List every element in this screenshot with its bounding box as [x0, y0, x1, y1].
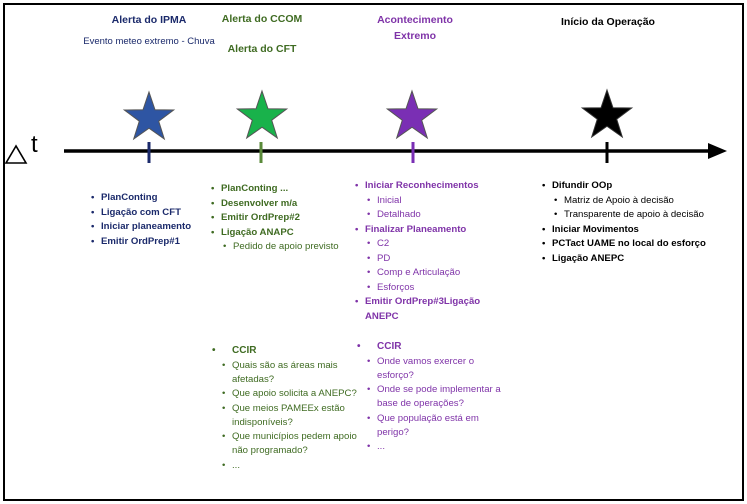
- actions-list-ipma: PlanConting Ligação com CFT Iniciar plan…: [91, 191, 231, 249]
- action-item: Emitir OrdPrep#3Ligação ANEPC: [355, 295, 515, 324]
- event-title-ipma: Alerta do IPMA: [111, 14, 187, 26]
- action-item: Emitir OrdPrep#2: [211, 211, 351, 226]
- star-icon-operacao: [580, 88, 634, 139]
- action-item: PCTact UAME no local do esforço: [542, 237, 740, 252]
- action-item: Finalizar Planeamento: [355, 223, 515, 238]
- action-item: Emitir OrdPrep#1: [91, 235, 231, 250]
- ccir-question: Onde se pode implementar a base de opera…: [355, 383, 505, 411]
- delta-label: t: [31, 131, 38, 158]
- action-item: Iniciar Reconhecimentos: [355, 179, 515, 194]
- ccir-block-ccom: CCIR Quais são as áreas mais afetadas? Q…: [210, 344, 360, 473]
- ccir-question: Que apoio solicita a ANEPC?: [210, 387, 360, 401]
- action-item: Iniciar Movimentos: [542, 223, 740, 238]
- action-subitem: Inicial: [355, 194, 515, 209]
- star-icon-ipma: [122, 90, 176, 141]
- action-item: Ligação com CFT: [91, 206, 231, 221]
- action-item: PlanConting ...: [211, 182, 351, 197]
- timeline-arrowhead: [708, 143, 727, 159]
- event-title-operacao: Início da Operação: [561, 16, 655, 28]
- action-subitem: Matriz de Apoio à decisão: [542, 194, 740, 209]
- star-icon-ccom: [235, 89, 289, 140]
- action-item: Desenvolver m/a: [211, 197, 351, 212]
- event-title-extremo-1: Acontecimento: [377, 14, 453, 26]
- ccir-question: ...: [355, 440, 505, 454]
- delta-icon: [4, 144, 28, 164]
- event-subtitle-ipma: Evento meteo extremo - Chuva: [83, 36, 215, 47]
- action-subitem: Pedido de apoio previsto: [211, 240, 351, 255]
- event-title-cft: Alerta do CFT: [227, 43, 297, 55]
- event-title-extremo-2: Extremo: [393, 30, 436, 42]
- event-title-ccom: Alerta do CCOM: [221, 13, 303, 25]
- ccir-block-extremo: CCIR Onde vamos exercer o esforço? Onde …: [355, 340, 505, 454]
- ccir-question: Que população está em perigo?: [355, 412, 505, 440]
- action-subitem: Comp e Articulação: [355, 266, 515, 281]
- action-subitem: Transparente de apoio à decisão: [542, 208, 740, 223]
- action-subitem: PD: [355, 252, 515, 267]
- ccir-question: Que municípios pedem apoio não programad…: [210, 430, 360, 458]
- action-item: Ligação ANEPC: [542, 252, 740, 267]
- action-item: Difundir OOp: [542, 179, 740, 194]
- action-item: Iniciar planeamento: [91, 220, 231, 235]
- action-item: Ligação ANAPC: [211, 226, 351, 241]
- action-subitem: Detalhado: [355, 208, 515, 223]
- ccir-title: CCIR: [210, 344, 360, 358]
- actions-list-extremo: Iniciar Reconhecimentos Inicial Detalhad…: [355, 179, 515, 324]
- action-item: PlanConting: [91, 191, 231, 206]
- ccir-question: Que meios PAMEEx estão indisponíveis?: [210, 402, 360, 430]
- ccir-title: CCIR: [355, 340, 505, 354]
- actions-list-ccom: PlanConting ... Desenvolver m/a Emitir O…: [211, 182, 351, 255]
- actions-list-operacao: Difundir OOp Matriz de Apoio à decisão T…: [542, 179, 740, 266]
- ccir-question: ...: [210, 459, 360, 473]
- action-subitem: Esforços: [355, 281, 515, 296]
- action-subitem: C2: [355, 237, 515, 252]
- ccir-question: Quais são as áreas mais afetadas?: [210, 359, 360, 387]
- star-icon-extremo: [385, 89, 439, 140]
- ccir-question: Onde vamos exercer o esforço?: [355, 355, 505, 383]
